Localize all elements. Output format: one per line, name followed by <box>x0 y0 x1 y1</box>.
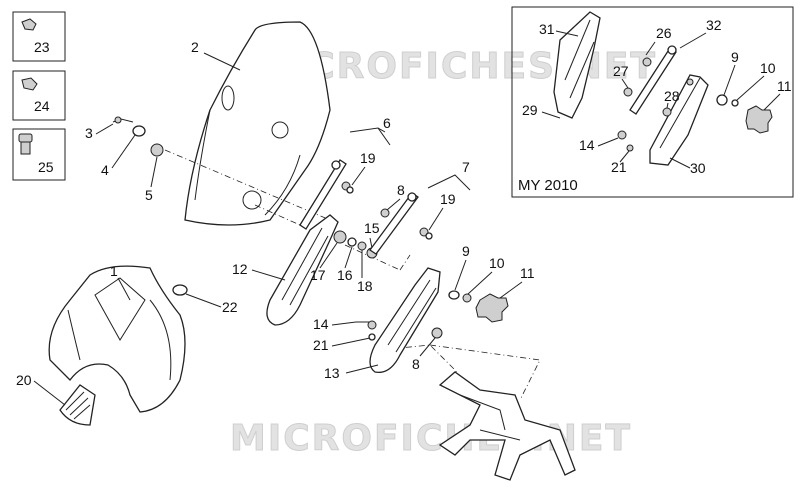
windscreen[interactable] <box>184 21 331 226</box>
label-10-inset: 10 <box>760 60 776 76</box>
spacer-icon <box>20 141 31 155</box>
label-14-inset: 14 <box>579 137 595 153</box>
label-3: 3 <box>85 125 93 141</box>
label-9-inset: 9 <box>731 49 739 65</box>
clip-nut-icon <box>21 18 37 31</box>
label-2: 2 <box>191 39 199 55</box>
legend-item-25[interactable]: 25 <box>12 128 66 181</box>
label-8b: 8 <box>412 356 420 372</box>
label-30: 30 <box>690 160 706 176</box>
label-21a: 21 <box>313 337 329 353</box>
label-32: 32 <box>706 17 722 33</box>
label-19b: 19 <box>440 191 456 207</box>
label-11a: 11 <box>520 265 535 281</box>
rod-7[interactable] <box>369 192 419 255</box>
label-13: 13 <box>324 365 340 381</box>
label-4: 4 <box>101 162 109 178</box>
my2010-inset: MY 2010 31 26 32 27 9 10 11 28 <box>511 6 794 198</box>
label-16: 16 <box>337 267 353 283</box>
spring-nut-icon <box>21 77 38 91</box>
label-25: 25 <box>38 159 54 175</box>
bracket-right[interactable] <box>369 267 441 374</box>
legend-item-23[interactable]: 23 <box>12 11 66 62</box>
label-6: 6 <box>383 115 391 131</box>
label-17: 17 <box>310 267 326 283</box>
label-18: 18 <box>357 278 373 294</box>
label-14a: 14 <box>313 316 329 332</box>
label-8a: 8 <box>397 182 405 198</box>
label-7: 7 <box>462 159 470 175</box>
inset-label: MY 2010 <box>518 177 578 194</box>
label-29: 29 <box>522 102 538 118</box>
label-23: 23 <box>34 39 50 55</box>
frame-support[interactable] <box>438 371 576 481</box>
grille[interactable] <box>59 384 96 426</box>
label-21-inset: 21 <box>611 159 627 175</box>
label-27: 27 <box>613 63 629 79</box>
label-19a: 19 <box>360 150 376 166</box>
knob-icon <box>475 293 509 323</box>
label-10a: 10 <box>489 255 505 271</box>
legend-item-24[interactable]: 24 <box>12 70 66 121</box>
bracket-left[interactable] <box>266 214 339 326</box>
label-28: 28 <box>664 88 680 104</box>
watermark-bottom: MICROFICHES.NET <box>230 418 632 459</box>
rod-6[interactable] <box>299 159 347 230</box>
label-22: 22 <box>222 299 238 315</box>
label-9a: 9 <box>462 243 470 259</box>
label-1: 1 <box>110 263 118 279</box>
front-fairing[interactable] <box>48 265 186 413</box>
label-5: 5 <box>145 187 153 203</box>
label-20: 20 <box>16 372 32 388</box>
label-31: 31 <box>539 21 555 37</box>
label-24: 24 <box>34 98 50 114</box>
label-11-inset: 11 <box>777 78 792 94</box>
label-12: 12 <box>232 261 248 277</box>
label-15: 15 <box>364 220 380 236</box>
knob-icon <box>745 105 773 134</box>
label-26: 26 <box>656 25 672 41</box>
